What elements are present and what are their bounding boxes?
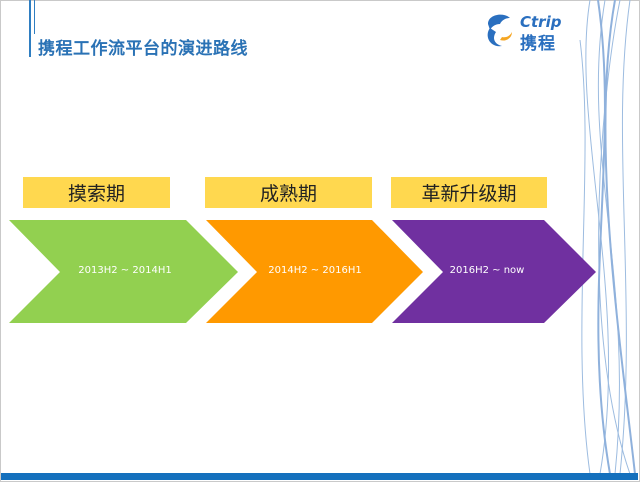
stage-label-mature: 成熟期 bbox=[205, 177, 372, 208]
period-exploration: 2013H2 ~ 2014H1 bbox=[78, 265, 172, 276]
ctrip-logo: Ctrip 携程 bbox=[482, 10, 592, 54]
chevron-innovation bbox=[392, 220, 596, 323]
chevron-exploration bbox=[9, 220, 238, 323]
title-accent-line-1 bbox=[29, 0, 31, 57]
period-innovation: 2016H2 ~ now bbox=[449, 265, 525, 276]
slide-title: 携程工作流平台的演进路线 bbox=[38, 39, 248, 59]
title-accent-line-2 bbox=[34, 0, 35, 34]
chevron-mature bbox=[206, 220, 423, 323]
logo-english-text: Ctrip bbox=[520, 13, 562, 31]
period-mature: 2014H2 ~ 2016H1 bbox=[268, 265, 362, 276]
stage-label-innovation: 革新升级期 bbox=[391, 177, 547, 208]
decorative-swoosh-lines bbox=[579, 0, 636, 474]
footer-bar bbox=[1, 473, 638, 480]
logo-chinese-text: 携程 bbox=[520, 34, 556, 54]
stage-label-exploration: 摸索期 bbox=[23, 177, 170, 208]
dolphin-logo-icon bbox=[487, 14, 512, 47]
